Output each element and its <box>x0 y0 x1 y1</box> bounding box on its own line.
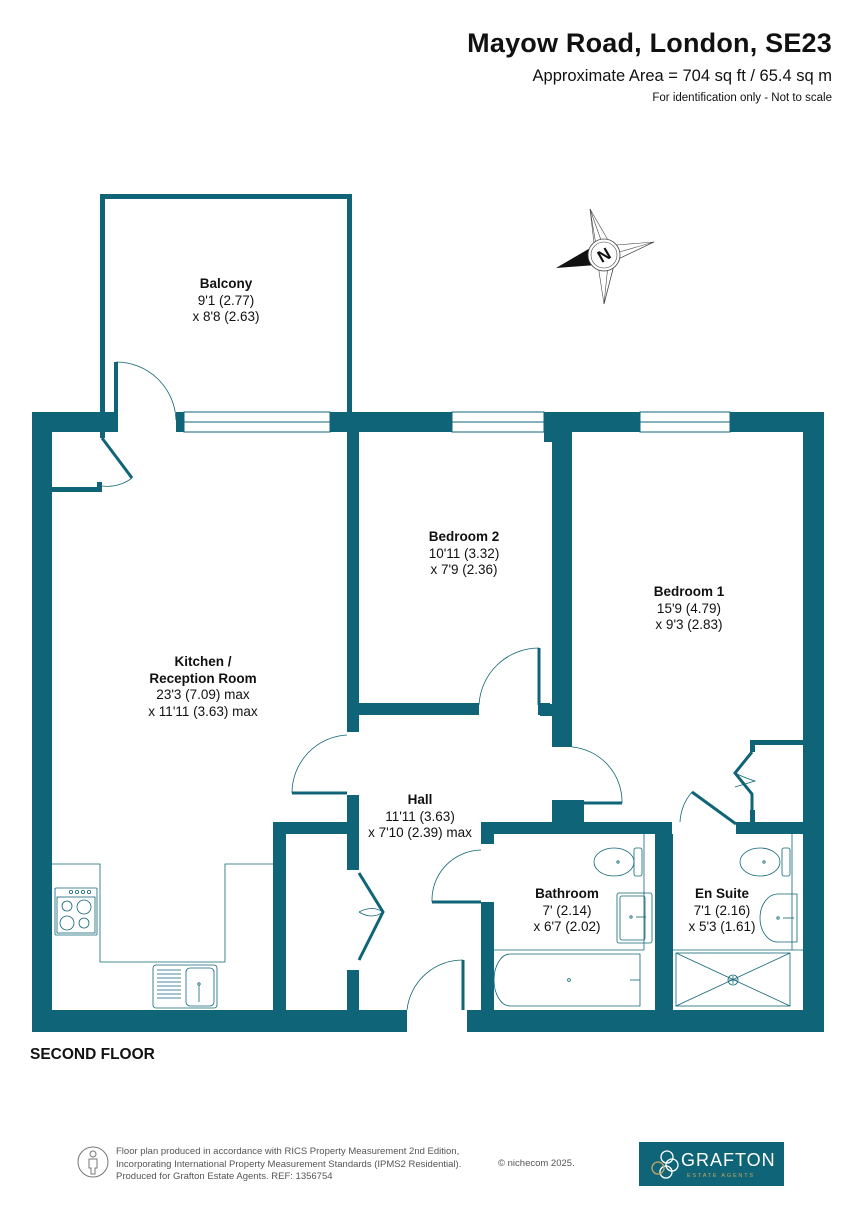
toilet-icon <box>739 847 791 877</box>
room-label-balcony: Balcony 9'1 (2.77) x 8'8 (2.63) <box>192 276 260 324</box>
doors <box>100 361 757 1011</box>
ensuite-fixtures <box>673 834 803 1007</box>
bathtub-icon <box>493 953 641 1007</box>
footer-disclaimer: Floor plan produced in accordance with R… <box>116 1146 462 1182</box>
hob-icon <box>54 887 98 936</box>
property-title: Mayow Road, London, SE23 <box>467 28 832 58</box>
basin-icon <box>616 892 653 944</box>
sink-icon <box>152 964 218 1009</box>
room-label-kitchen-reception: Kitchen / Reception Room 23'3 (7.09) max… <box>148 654 258 719</box>
person-info-icon <box>77 1146 109 1178</box>
floor-label: SECOND FLOOR <box>30 1046 155 1063</box>
shower-tray-icon <box>675 952 791 1007</box>
walls <box>32 194 824 1032</box>
plan-header: Mayow Road, London, SE23 Approximate Are… <box>467 27 832 105</box>
approximate-area: Approximate Area = 704 sq ft / 65.4 sq m <box>532 67 832 85</box>
logo-subtitle: ESTATE AGENTS <box>687 1173 755 1179</box>
room-label-hall: Hall 11'11 (3.63) x 7'10 (2.39) max <box>368 792 472 840</box>
footer-copyright: © nichecom 2025. <box>498 1158 575 1169</box>
room-label-bedroom-2: Bedroom 2 10'11 (3.32) x 7'9 (2.36) <box>428 529 500 577</box>
room-label-bedroom-1: Bedroom 1 15'9 (4.79) x 9'3 (2.83) <box>653 584 725 632</box>
toilet-icon <box>593 847 643 877</box>
windows <box>183 411 731 433</box>
rings-logo-icon <box>651 1150 679 1179</box>
scale-note: For identification only - Not to scale <box>652 92 832 104</box>
logo-name: GRAFTON <box>681 1150 776 1170</box>
kitchen-fixtures <box>52 863 273 1009</box>
grafton-logo: GRAFTON ESTATE AGENTS <box>639 1142 784 1186</box>
compass-north-icon: N <box>556 208 655 305</box>
room-label-en-suite: En Suite 7'1 (2.16) x 5'3 (1.61) <box>688 886 756 934</box>
basin-icon <box>759 893 798 943</box>
bathroom-fixtures <box>493 834 653 1007</box>
room-label-bathroom: Bathroom 7' (2.14) x 6'7 (2.02) <box>533 886 601 934</box>
